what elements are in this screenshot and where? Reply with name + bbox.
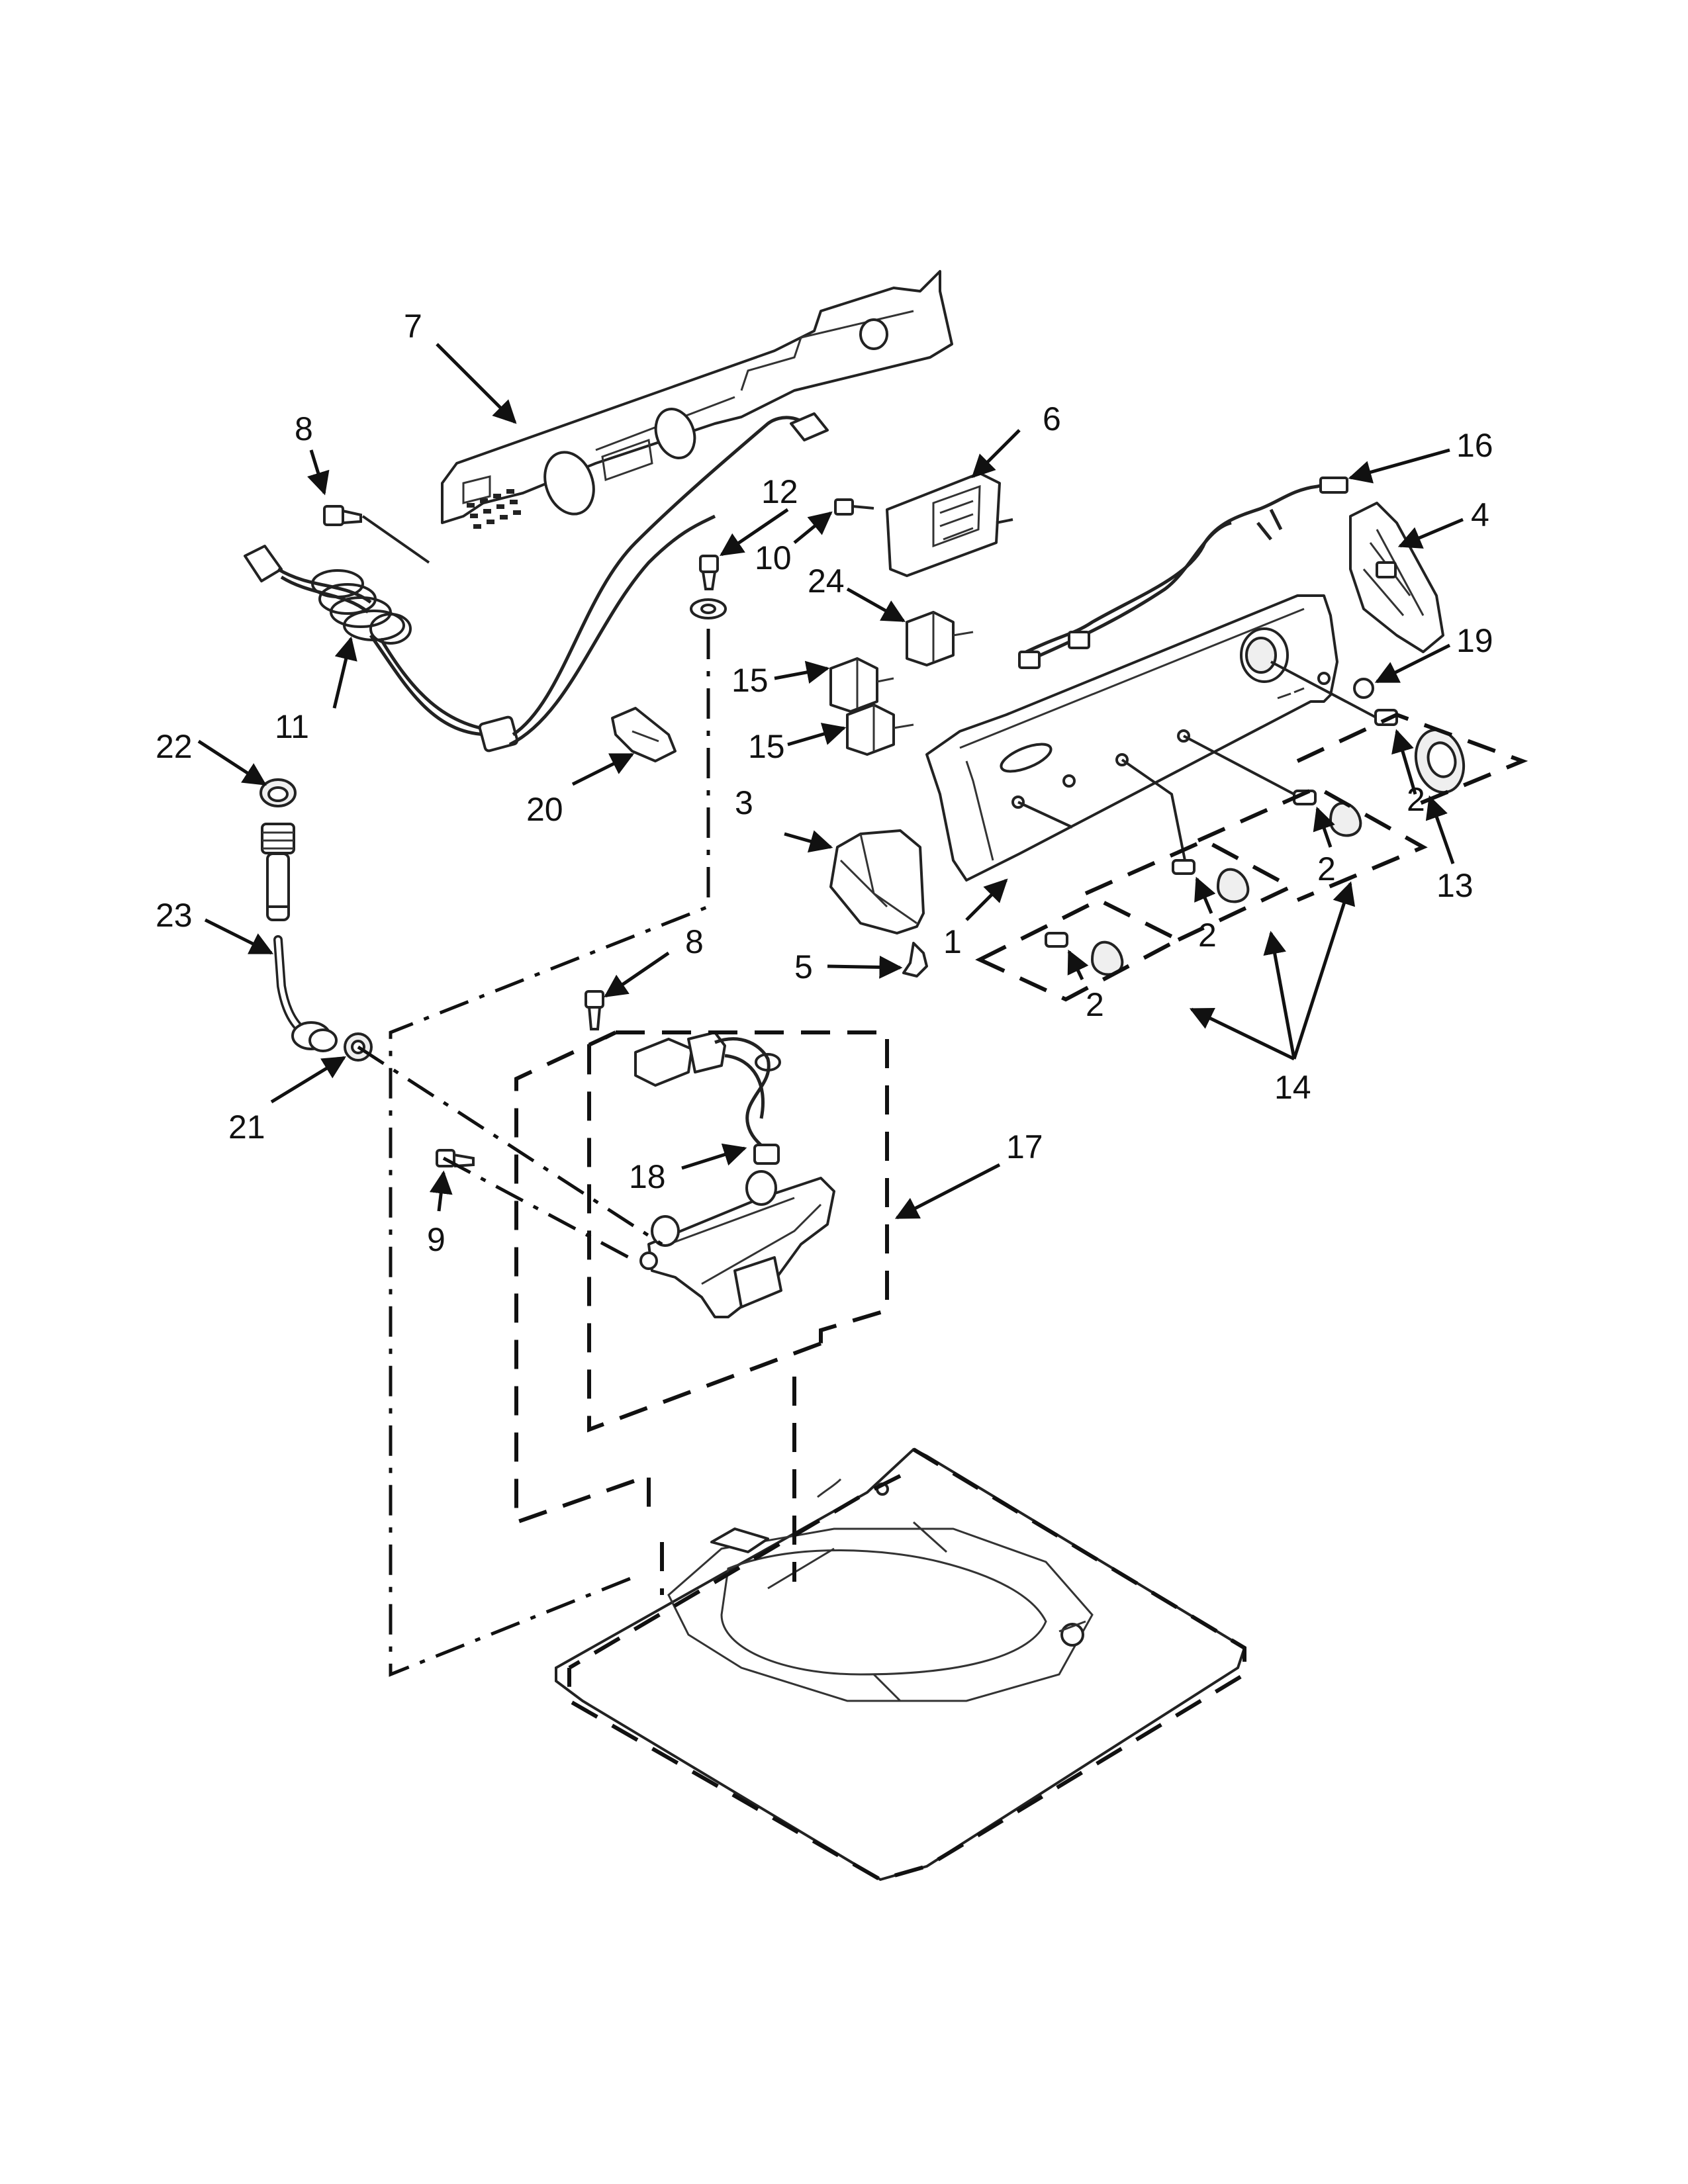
console-end-cap: [1349, 502, 1444, 653]
callout-15: 15: [731, 662, 769, 699]
hose-routing-dashdot: [357, 629, 710, 1677]
callout-18: 18: [629, 1158, 666, 1195]
callout-20: 20: [526, 791, 563, 828]
console-rear-panel: [441, 270, 953, 529]
vent-slots: [467, 489, 521, 529]
leader-arrows: [197, 343, 1464, 1220]
power-cord: [244, 412, 829, 752]
callout-9: 9: [427, 1221, 445, 1258]
water-inlet-valve: [639, 1170, 835, 1318]
control-board: [834, 472, 1013, 577]
switch-15-lower: [846, 704, 914, 756]
callout-12: 12: [761, 473, 798, 510]
callout-8: 8: [685, 923, 704, 960]
callout-14: 14: [1274, 1069, 1311, 1106]
callout-2: 2: [1086, 986, 1104, 1023]
valve-wire-harness: [634, 1031, 781, 1165]
clip: [902, 942, 928, 978]
callout-5: 5: [794, 948, 813, 985]
dispenser-housing: [829, 829, 925, 934]
callout-19: 19: [1456, 622, 1493, 659]
selector-knob-2: [1017, 801, 1124, 976]
screw-8-lower: [585, 990, 604, 1030]
callout-23: 23: [156, 897, 193, 934]
callout-6: 6: [1043, 400, 1061, 437]
console-wire-harness: [1018, 477, 1348, 669]
knob-outline-14: [975, 712, 1528, 1002]
callout-labels: 7 8 6 12 10 24 15 15 16 4 19 13 2 2 2 2 …: [156, 308, 1493, 1258]
callout-10: 10: [755, 539, 792, 576]
selector-knob-3: [1121, 758, 1250, 903]
callout-11: 11: [275, 708, 309, 745]
control-console: [925, 594, 1338, 882]
callout-1: 1: [943, 923, 962, 960]
callout-22: 22: [156, 728, 193, 765]
switch-15-upper: [829, 657, 894, 713]
callout-2: 2: [1407, 781, 1425, 818]
callout-8: 8: [295, 410, 313, 447]
ground-screw: [690, 555, 727, 619]
switch-24: [906, 611, 974, 666]
screw-8-top: [323, 505, 430, 564]
callout-2: 2: [1317, 850, 1336, 887]
callout-17: 17: [1006, 1128, 1043, 1165]
callout-4: 4: [1471, 496, 1489, 533]
fill-hose-assembly: [259, 778, 373, 1062]
assembly-outline-cabinet: [567, 1377, 1246, 1882]
callout-21: 21: [228, 1109, 265, 1146]
callout-24: 24: [808, 563, 845, 600]
wire-clip: [611, 707, 677, 762]
timer-knob: [1270, 660, 1466, 794]
selector-knob-4: [1183, 735, 1362, 837]
washer-top-cabinet: [555, 1447, 1246, 1882]
callout-13: 13: [1436, 867, 1474, 904]
callout-7: 7: [404, 308, 422, 345]
callout-2: 2: [1198, 917, 1217, 954]
callout-3: 3: [735, 784, 753, 821]
callout-15: 15: [748, 728, 785, 765]
callout-16: 16: [1456, 427, 1493, 464]
